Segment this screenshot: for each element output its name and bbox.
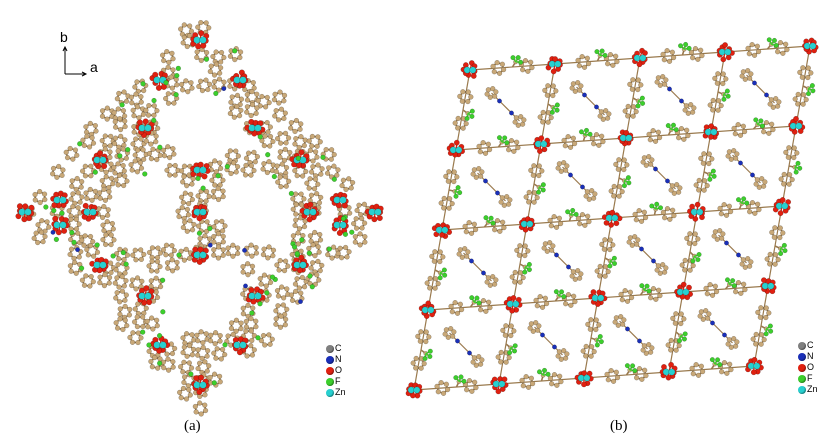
legend-item-zn: Zn — [798, 384, 828, 395]
legend-swatch — [798, 352, 806, 361]
legend-item-zn: Zn — [326, 387, 356, 398]
legend-label: C — [807, 340, 814, 350]
caption-b: (b) — [610, 418, 628, 434]
legend-label: Zn — [807, 384, 818, 394]
legend-swatch — [326, 355, 334, 364]
legend-swatch — [326, 388, 334, 397]
framework-a — [15, 19, 384, 417]
legend-swatch — [798, 341, 806, 350]
legend-label: F — [335, 376, 341, 386]
legend-item-f: F — [326, 376, 356, 387]
legend-label: N — [335, 354, 342, 364]
legend-label: F — [807, 373, 813, 383]
legend-item-o: O — [326, 365, 356, 376]
legend-label: Zn — [335, 387, 346, 397]
legend-label: N — [807, 351, 814, 361]
legend-item-f: F — [798, 373, 828, 384]
legend-item-n: N — [798, 351, 828, 362]
legend-label: C — [335, 343, 342, 353]
axis-arrows-icon — [62, 45, 88, 77]
axis-label-b: b — [60, 29, 68, 45]
legend-label: O — [335, 365, 343, 375]
axis-label-a: a — [90, 59, 98, 75]
framework-b — [405, 37, 819, 399]
legend-swatch — [326, 344, 334, 353]
legend-swatch — [798, 363, 806, 372]
legend-swatch — [798, 385, 806, 394]
legend-swatch — [326, 377, 334, 386]
legend-item-c: C — [326, 343, 356, 354]
crystal-structure-a — [15, 19, 384, 417]
legend-swatch — [798, 374, 806, 383]
crystal-structure-b — [405, 37, 819, 399]
legend-swatch — [326, 366, 334, 375]
legend-item-n: N — [326, 354, 356, 365]
caption-a: (a) — [184, 418, 201, 434]
legend-item-o: O — [798, 362, 828, 373]
legend-item-c: C — [798, 340, 828, 351]
legend-label: O — [807, 362, 815, 372]
